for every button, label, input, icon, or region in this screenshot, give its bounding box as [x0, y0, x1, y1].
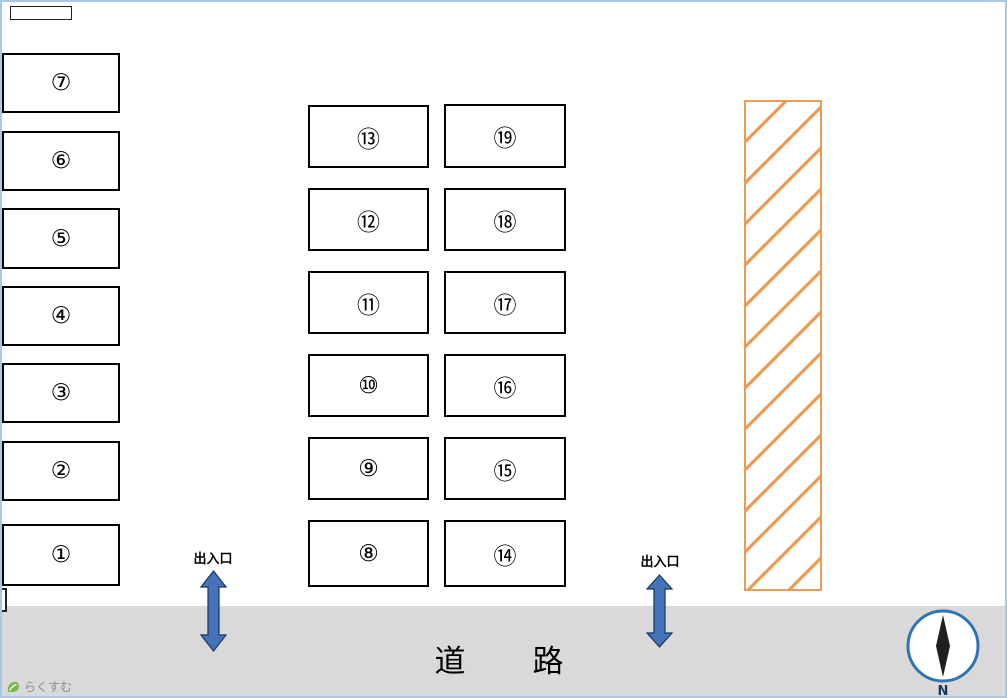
compass-icon: N — [906, 609, 980, 698]
entrance-label-right: 出入口 — [640, 555, 680, 570]
parking-space-11: ⑪ — [308, 271, 429, 334]
entrance-arrow-left-icon — [200, 570, 227, 652]
hatched-area — [744, 100, 822, 591]
partial-box-top-left — [10, 6, 72, 20]
rakusumu-logo-text: らくすむ — [24, 680, 73, 694]
road-band — [0, 606, 1007, 698]
parking-space-12: ⑫ — [308, 188, 429, 251]
parking-space-18: ⑱ — [444, 188, 566, 251]
parking-space-15: ⑮ — [444, 437, 566, 500]
parking-space-19: ⑲ — [444, 104, 566, 168]
partial-box-bottom-left — [0, 588, 7, 612]
compass-n-label: N — [938, 684, 949, 698]
parking-space-13: ⑬ — [308, 105, 429, 168]
rakusumu-logo-icon — [7, 681, 19, 692]
parking-space-8: ⑧ — [308, 520, 429, 587]
entrance-label-left: 出入口 — [193, 552, 233, 567]
parking-space-3: ③ — [2, 363, 120, 423]
entrance-arrow-right-icon — [646, 574, 673, 648]
parking-space-17: ⑰ — [444, 271, 566, 334]
parking-space-16: ⑯ — [444, 354, 566, 417]
parking-space-9: ⑨ — [308, 437, 429, 500]
parking-space-1: ① — [2, 524, 120, 586]
parking-space-2: ② — [2, 441, 120, 501]
rakusumu-logo: らくすむ — [6, 678, 72, 695]
parking-space-5: ⑤ — [2, 208, 120, 269]
parking-space-6: ⑥ — [2, 131, 120, 191]
parking-space-14: ⑭ — [444, 520, 566, 587]
road-label: 道 路 — [434, 644, 582, 680]
parking-space-4: ④ — [2, 286, 120, 346]
parking-space-10: ⑩ — [308, 354, 429, 417]
parking-space-7: ⑦ — [2, 53, 120, 113]
